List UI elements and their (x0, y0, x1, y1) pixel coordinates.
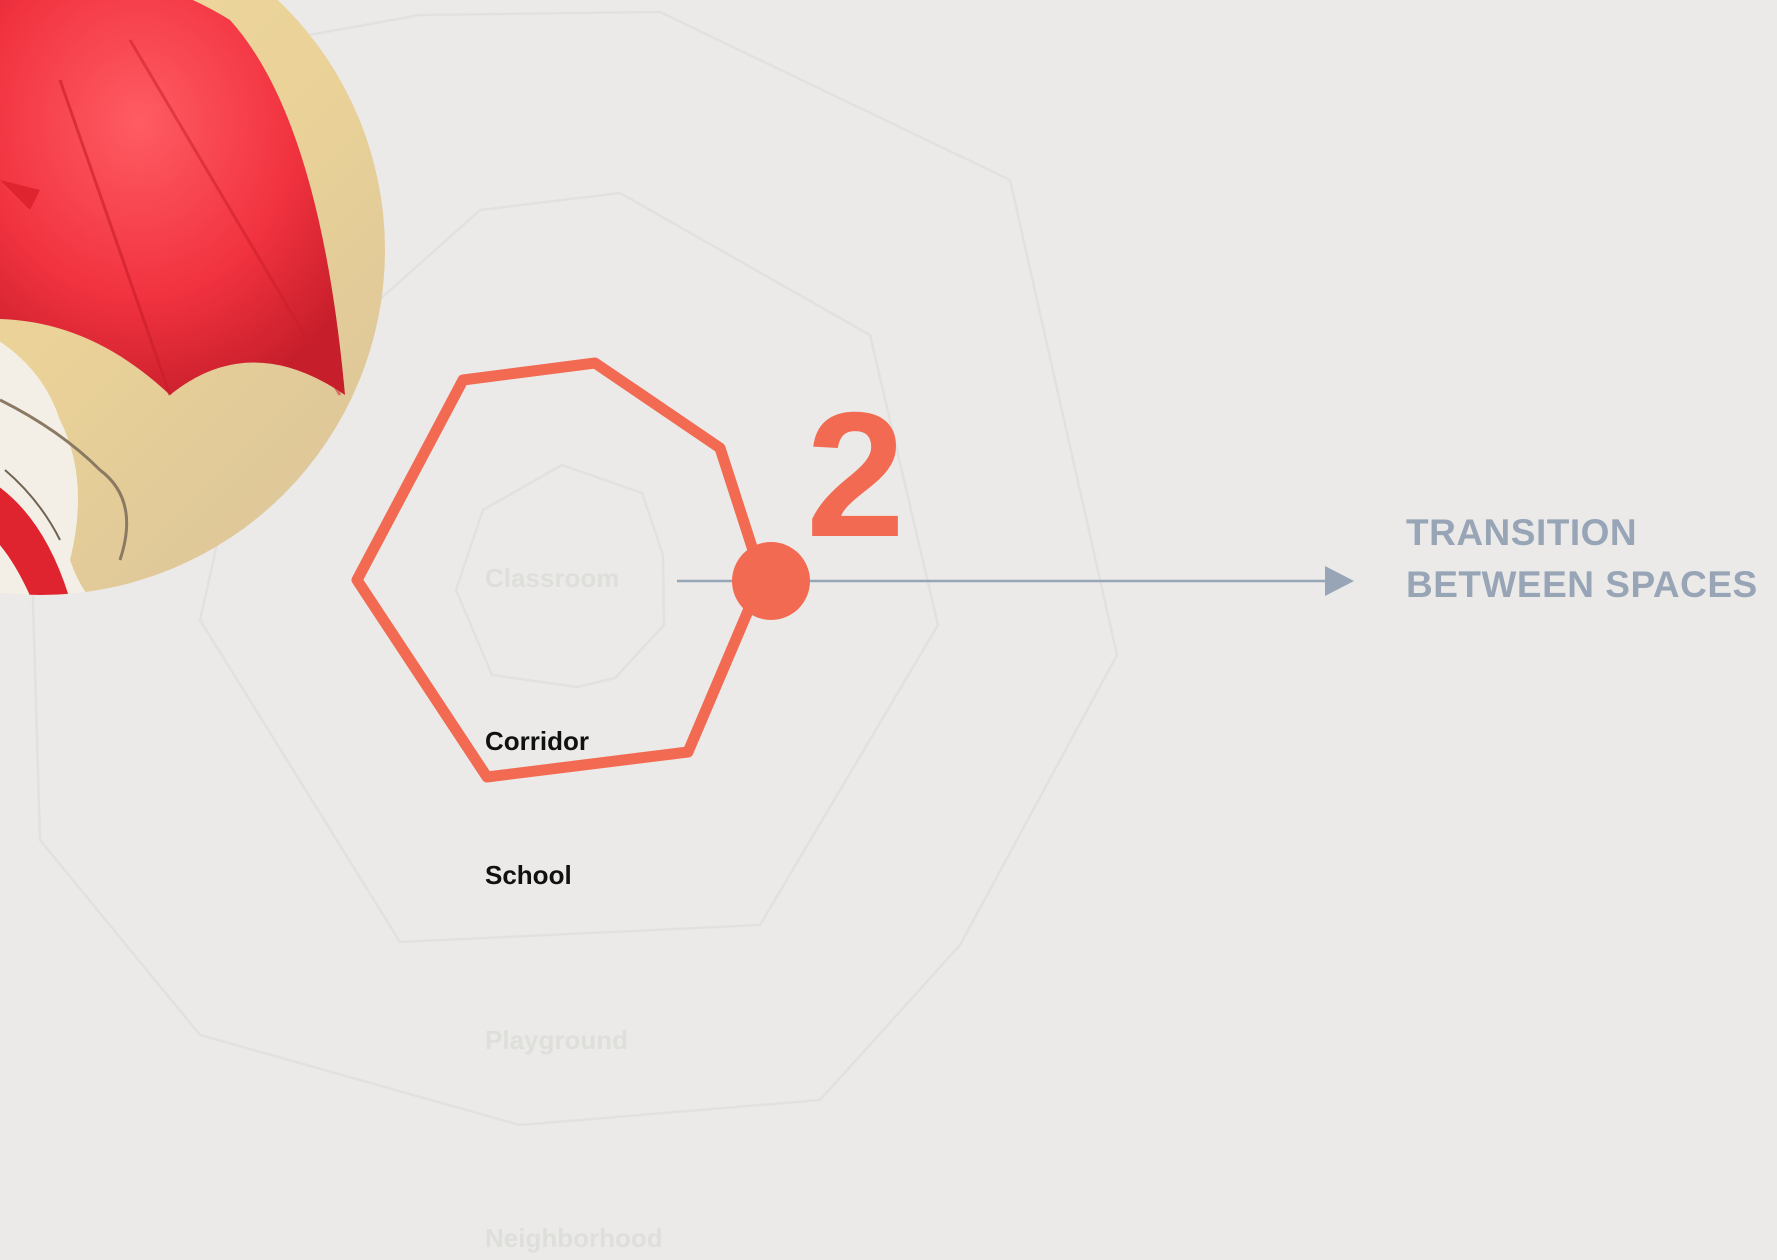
step-marker-dot (732, 542, 810, 620)
callout-line-2: BETWEEN SPACES (1406, 559, 1758, 611)
callout-text: TRANSITION BETWEEN SPACES (1406, 507, 1758, 611)
label-corridor: Corridor (485, 726, 589, 757)
label-school: School (485, 860, 572, 891)
label-playground: Playground (485, 1025, 628, 1056)
arrow-head-icon (1325, 566, 1354, 596)
callout-line-1: TRANSITION (1406, 507, 1758, 559)
label-neighborhood: Neighborhood (485, 1223, 663, 1254)
photo-circle (0, 0, 390, 760)
label-classroom: Classroom (485, 563, 619, 594)
step-number: 2 (806, 386, 905, 564)
